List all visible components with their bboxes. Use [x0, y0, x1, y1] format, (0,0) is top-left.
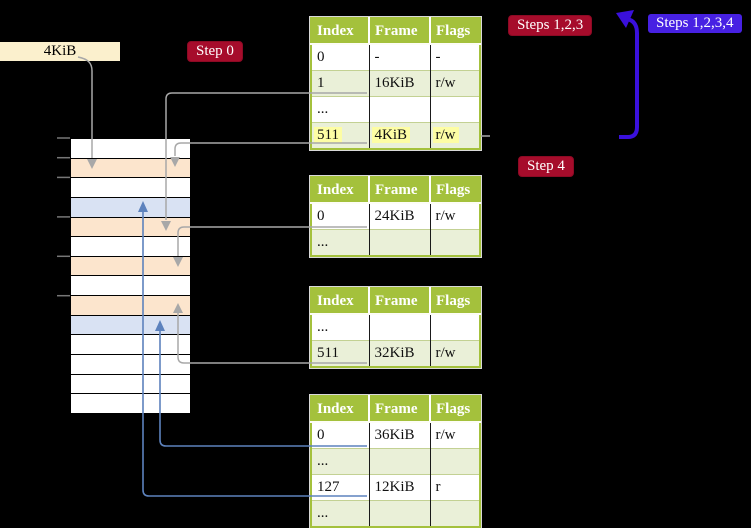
column-header: Index	[311, 288, 370, 315]
memory-frame-row	[71, 355, 190, 375]
table-cell: ...	[311, 313, 370, 341]
table-cell: 0	[311, 202, 370, 230]
physical-memory-column	[70, 138, 191, 414]
column-header: Flags	[430, 177, 480, 204]
table-row: ...	[311, 500, 480, 527]
table-cell: ...	[311, 500, 370, 527]
memory-frame-row	[71, 315, 190, 336]
table-cell: r/w	[430, 122, 480, 149]
column-header: Index	[311, 396, 370, 423]
table-cell: 36KiB	[369, 421, 431, 449]
table-row: ...	[311, 96, 480, 123]
table-cell: r/w	[430, 70, 480, 97]
memory-frame-row	[71, 296, 190, 316]
table-cell: 1	[311, 70, 370, 97]
loopback-arrowhead	[616, 10, 634, 28]
column-header: Index	[311, 177, 370, 204]
memory-frame-row	[71, 158, 190, 179]
table-row: ...	[311, 313, 480, 341]
table-cell: 511	[311, 340, 370, 367]
table-cell: -	[430, 43, 480, 71]
table-cell	[369, 500, 431, 527]
highlighted-value: 511	[314, 127, 342, 143]
table-cell	[369, 313, 431, 341]
memory-frame-row	[71, 256, 190, 277]
table-cell	[430, 229, 480, 256]
table-cell: 511	[311, 122, 370, 149]
column-header: Flags	[430, 288, 480, 315]
table-cell: 16KiB	[369, 70, 431, 97]
highlighted-value: r/w	[432, 127, 459, 143]
table-row: ...	[311, 448, 480, 475]
table-cell: 127	[311, 474, 370, 501]
badge-step4: Step 4	[518, 156, 574, 177]
badge-step0: Step 0	[187, 41, 243, 62]
table-cell: r/w	[430, 202, 480, 230]
memory-frame-row	[71, 276, 190, 297]
table-cell	[430, 500, 480, 527]
memory-frame-row	[71, 374, 190, 395]
table-cell: 4KiB	[369, 122, 431, 149]
table-row: ...	[311, 229, 480, 256]
table-cell	[430, 96, 480, 123]
table-cell: r/w	[430, 340, 480, 367]
table-cell: ...	[311, 96, 370, 123]
badge-steps-123: Steps 1,2,3	[508, 15, 593, 36]
table-row: 0--	[311, 43, 480, 71]
table-cell: 0	[311, 43, 370, 71]
column-header: Index	[311, 18, 370, 45]
table-cell: -	[369, 43, 431, 71]
highlighted-value: 4KiB	[371, 127, 411, 143]
badge-steps-1234: Steps 1,2,3,4	[648, 14, 742, 33]
column-header: Frame	[369, 177, 431, 204]
table-cell: r/w	[430, 421, 480, 449]
table-cell	[430, 448, 480, 475]
memory-address-ticks	[57, 137, 70, 297]
page-size-label: 4KiB	[0, 42, 120, 61]
memory-frame-row	[71, 197, 190, 218]
memory-frame-row	[71, 394, 190, 413]
table-cell	[369, 96, 431, 123]
loopback-arrow	[616, 10, 639, 139]
column-header: Flags	[430, 18, 480, 45]
table-cell: ...	[311, 448, 370, 475]
table-cell: r	[430, 474, 480, 501]
table-cell: 0	[311, 421, 370, 449]
table-cell	[369, 448, 431, 475]
column-header: Frame	[369, 396, 431, 423]
column-header: Frame	[369, 288, 431, 315]
table-cell	[430, 313, 480, 341]
table-cell	[369, 229, 431, 256]
column-header: Frame	[369, 18, 431, 45]
memory-frame-row	[71, 335, 190, 356]
table-cell: ...	[311, 229, 370, 256]
table-row: 511 4KiB r/w	[311, 122, 480, 149]
table-cell: 24KiB	[369, 202, 431, 230]
memory-frame-row	[71, 217, 190, 238]
memory-frame-row	[71, 178, 190, 198]
memory-frame-row	[71, 237, 190, 257]
memory-frame-row	[71, 139, 190, 159]
column-header: Flags	[430, 396, 480, 423]
table-cell: 32KiB	[369, 340, 431, 367]
table-cell: 12KiB	[369, 474, 431, 501]
